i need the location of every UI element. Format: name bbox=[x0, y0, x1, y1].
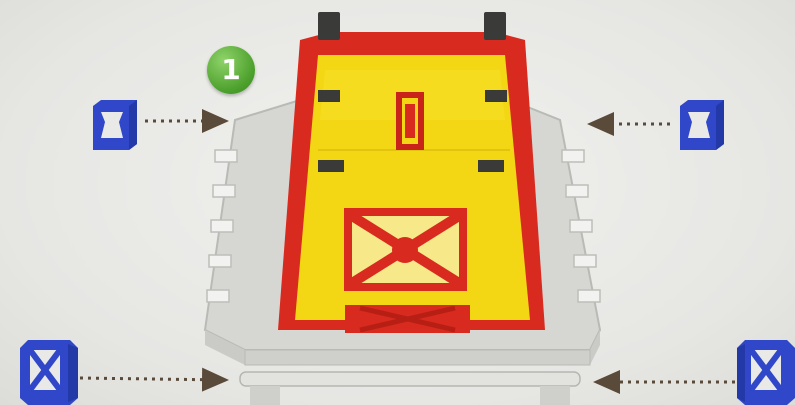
blue-hollow-cube-connector-icon bbox=[680, 100, 724, 150]
blue-hollow-cube-connector-icon bbox=[737, 340, 795, 405]
arrow-left-lower bbox=[80, 378, 226, 380]
yellow-panel bbox=[295, 55, 530, 333]
blue-hollow-cube-connector-icon bbox=[93, 100, 137, 150]
step-number-badge: 1 bbox=[207, 46, 255, 94]
blue-hollow-cube-connector-icon bbox=[20, 340, 78, 405]
step-number: 1 bbox=[221, 56, 240, 84]
